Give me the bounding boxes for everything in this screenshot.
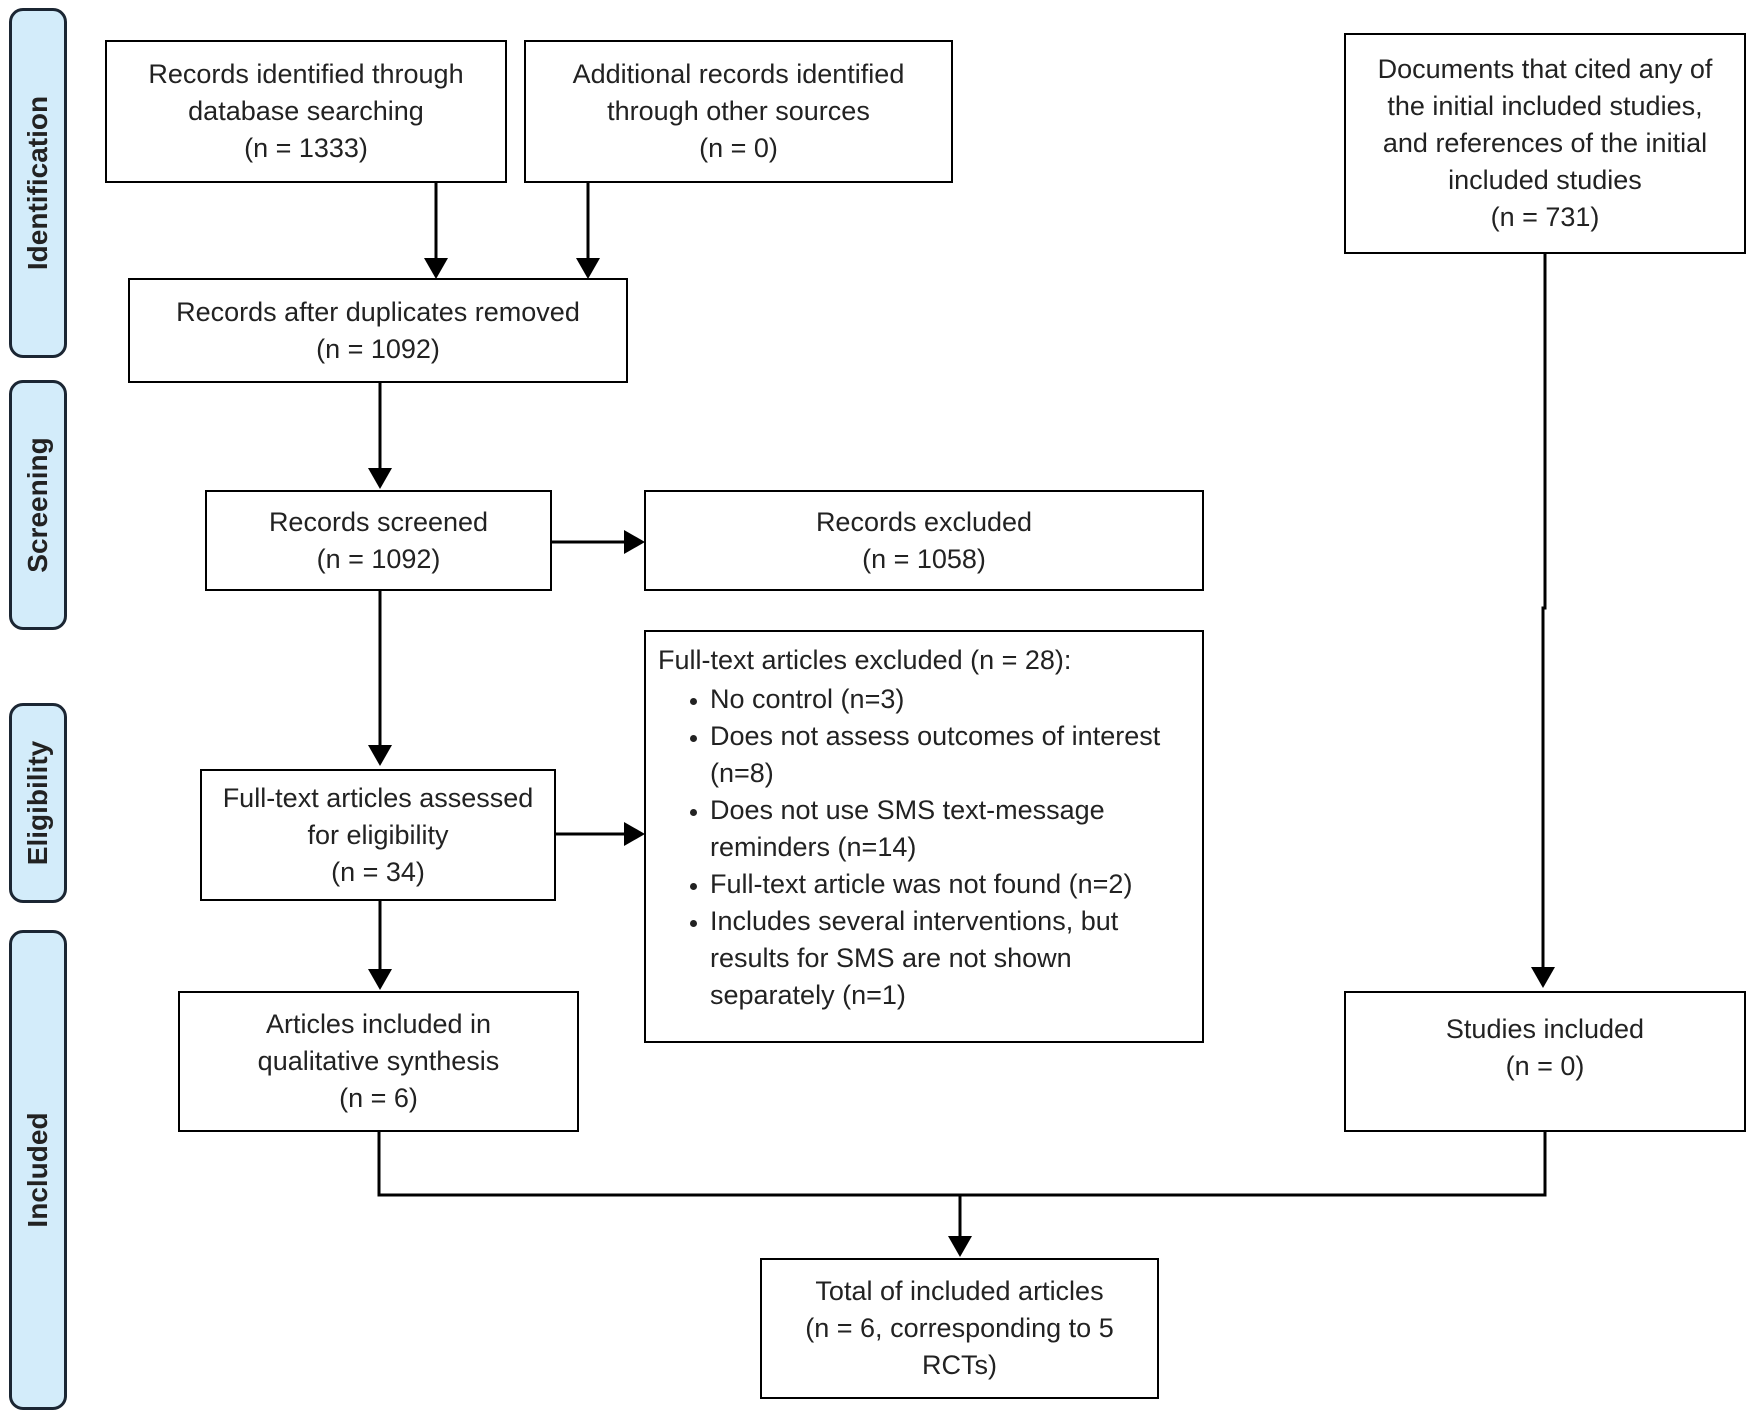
stage-identification: Identification — [9, 8, 67, 358]
box-database-searching-line-1: Records identified through — [148, 59, 464, 89]
box-duplicates-removed-count: (n = 1092) — [316, 333, 440, 364]
arrowheads — [368, 258, 1555, 1257]
box-duplicates-removed: Records after duplicates removed (n = 10… — [128, 278, 628, 383]
box-database-searching: Records identified through database sear… — [105, 40, 507, 183]
exclusion-reason: Does not use SMS text-message reminders … — [710, 792, 1188, 866]
arrowhead-other — [576, 258, 600, 279]
box-citing-documents-line-4: included studies — [1448, 165, 1642, 195]
arrowhead-fulltext — [368, 745, 392, 766]
box-studies-included-line-1: Studies included — [1445, 1014, 1645, 1044]
arrowhead-dedup — [368, 468, 392, 489]
box-records-screened-count: (n = 1092) — [316, 543, 441, 574]
exclusion-reason: Does not assess outcomes of interest (n=… — [710, 718, 1188, 792]
box-citing-documents: Documents that cited any of the initial … — [1344, 33, 1746, 254]
box-other-sources: Additional records identified through ot… — [524, 40, 953, 183]
fulltext-excluded-heading: Full-text articles excluded (n = 28): — [658, 645, 1072, 675]
stage-eligibility: Eligibility — [9, 703, 67, 903]
arrowhead-total — [948, 1236, 972, 1257]
box-fulltext-assessed: Full-text articles assessed for eligibil… — [200, 769, 556, 901]
box-records-excluded: Records excluded (n = 1058) — [644, 490, 1204, 591]
box-total-included: Total of included articles (n = 6, corre… — [760, 1258, 1159, 1399]
box-citing-documents-count: (n = 731) — [1490, 202, 1600, 232]
arrowhead-excluded — [624, 530, 645, 554]
stage-screening: Screening — [9, 380, 67, 630]
box-citing-documents-line-2: the initial included studies, — [1387, 91, 1703, 121]
box-citing-documents-line-3: and references of the initial — [1382, 128, 1708, 158]
merge-line — [377, 1131, 1547, 1197]
fulltext-excluded-reasons-list: No control (n=3) Does not assess outcome… — [658, 681, 1188, 1014]
box-fulltext-assessed-count: (n = 34) — [331, 856, 425, 887]
stage-label-eligibility: Eligibility — [22, 740, 53, 866]
arrowhead-studies — [1531, 967, 1555, 988]
box-total-included-line-1: Total of included articles — [815, 1276, 1104, 1306]
box-records-screened-line-1: Records screened — [268, 506, 489, 537]
box-records-excluded-line-1: Records excluded — [815, 506, 1033, 537]
box-records-screened: Records screened (n = 1092) — [205, 490, 552, 591]
stage-label-screening: Screening — [22, 437, 53, 573]
box-other-sources-line-2: through other sources — [607, 96, 870, 126]
box-database-searching-line-2: database searching — [188, 96, 424, 126]
box-qualitative-synthesis: Articles included in qualitative synthes… — [178, 991, 579, 1132]
arrowhead-excluded-reasons — [624, 822, 645, 846]
box-duplicates-removed-line-1: Records after duplicates removed — [176, 296, 580, 327]
exclusion-reason: No control (n=3) — [710, 681, 1188, 718]
exclusion-reason: Full-text article was not found (n=2) — [710, 866, 1188, 903]
box-studies-included: Studies included (n = 0) — [1344, 991, 1746, 1132]
stage-label-identification: Identification — [22, 95, 53, 271]
box-other-sources-count: (n = 0) — [699, 133, 778, 163]
stage-label-included: Included — [22, 1112, 53, 1228]
box-fulltext-assessed-line-1: Full-text articles assessed — [222, 782, 534, 813]
box-studies-included-count: (n = 0) — [1505, 1051, 1585, 1081]
box-qualitative-synthesis-line-1: Articles included in — [265, 1009, 492, 1039]
arrow-citing-to-studies — [1541, 253, 1547, 982]
box-qualitative-synthesis-count: (n = 6) — [339, 1083, 418, 1113]
box-other-sources-line-1: Additional records identified — [572, 59, 905, 89]
box-total-included-line-2: (n = 6, corresponding to 5 — [805, 1313, 1114, 1343]
exclusion-reason: Includes several interventions, but resu… — [710, 903, 1188, 1014]
stage-included: Included — [9, 930, 67, 1410]
arrowhead-db — [424, 258, 448, 279]
box-fulltext-assessed-line-2: for eligibility — [307, 819, 449, 850]
box-citing-documents-line-1: Documents that cited any of — [1377, 54, 1713, 84]
box-total-included-line-3: RCTs) — [922, 1350, 997, 1380]
box-qualitative-synthesis-line-2: qualitative synthesis — [257, 1046, 500, 1076]
box-database-searching-count: (n = 1333) — [244, 133, 368, 163]
box-records-excluded-count: (n = 1058) — [862, 543, 986, 574]
arrowhead-qualitative — [368, 969, 392, 990]
box-fulltext-excluded: Full-text articles excluded (n = 28): No… — [644, 630, 1204, 1043]
